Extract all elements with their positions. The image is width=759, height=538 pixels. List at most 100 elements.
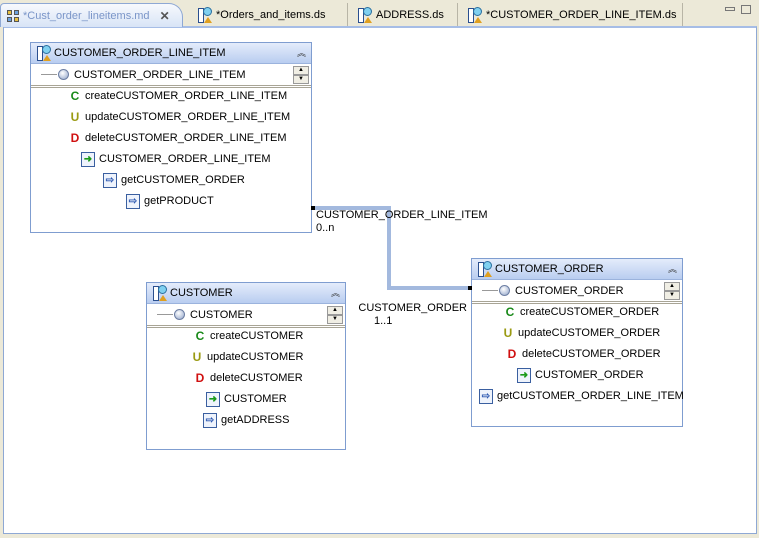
- minimize-icon[interactable]: [725, 7, 735, 11]
- tab-customer-order-line-item[interactable]: *CUSTOMER_ORDER_LINE_ITEM.ds: [458, 3, 683, 27]
- tab-orders-and-items[interactable]: *Orders_and_items.ds: [188, 3, 348, 27]
- entity-header[interactable]: CUSTOMER_ORDER_LINE_ITEM ︽: [31, 43, 311, 64]
- data-service-icon: [354, 7, 372, 23]
- create-icon: C: [70, 89, 80, 103]
- tab-cust-order-lineitems[interactable]: *Cust_order_lineitems.md ✕: [0, 3, 183, 27]
- data-service-icon: [149, 285, 167, 301]
- entity-box[interactable]: CUSTOMER_ORDER_LINE_ITEM ︽ CUSTOMER_ORDE…: [30, 42, 312, 233]
- connector-target-anchor[interactable]: [468, 286, 472, 290]
- entity-key-row[interactable]: CUSTOMER ▲▼: [147, 304, 345, 328]
- operation-label: getCUSTOMER_ORDER: [121, 174, 245, 186]
- connector-source-anchor[interactable]: [311, 206, 315, 210]
- entity-header[interactable]: CUSTOMER_ORDER ︽: [472, 259, 682, 280]
- entity-header[interactable]: CUSTOMER ︽: [147, 283, 345, 304]
- operation-label: deleteCUSTOMER_ORDER_LINE_ITEM: [85, 132, 287, 144]
- operation-item[interactable]: ⇨ getPRODUCT: [126, 193, 214, 209]
- scroll-up-icon[interactable]: ▲: [664, 282, 680, 291]
- entity-row-label: CUSTOMER: [190, 308, 253, 321]
- tab-address[interactable]: ADDRESS.ds: [348, 3, 458, 27]
- operation-label: updateCUSTOMER: [207, 351, 304, 363]
- operation-label: CUSTOMER_ORDER: [535, 369, 644, 381]
- model-diagram-icon: [7, 9, 19, 22]
- row-scrollbar[interactable]: ▲▼: [327, 306, 343, 324]
- entity-box[interactable]: CUSTOMER_ORDER ︽ CUSTOMER_ORDER ▲▼: [471, 258, 683, 427]
- operation-label: deleteCUSTOMER_ORDER: [522, 348, 661, 360]
- delete-icon: D: [507, 347, 517, 361]
- entity-ball-icon: [499, 285, 510, 296]
- data-service-icon: [33, 45, 51, 61]
- operation-label: getPRODUCT: [144, 195, 214, 207]
- entity-row-label: CUSTOMER_ORDER: [515, 284, 624, 297]
- delete-icon: D: [195, 371, 205, 385]
- update-icon: U: [503, 326, 513, 340]
- navigate-icon: ⇨: [126, 193, 140, 209]
- target-cardinality: 1..1: [374, 315, 393, 327]
- scroll-down-icon[interactable]: ▼: [664, 291, 680, 300]
- source-cardinality: 0..n: [316, 222, 335, 234]
- operation-label: updateCUSTOMER_ORDER_LINE_ITEM: [85, 111, 291, 123]
- scroll-up-icon[interactable]: ▲: [293, 66, 309, 75]
- connector-line: [157, 314, 173, 315]
- tab-label: ADDRESS.ds: [376, 9, 444, 21]
- entity-title: CUSTOMER: [170, 287, 233, 299]
- data-service-icon: [194, 7, 212, 23]
- create-icon: C: [195, 329, 205, 343]
- entity-key-row[interactable]: CUSTOMER_ORDER_LINE_ITEM ▲▼: [31, 64, 311, 88]
- collapse-icon[interactable]: ︽: [330, 288, 340, 298]
- operation-item[interactable]: ⇨getCUSTOMER_ORDER_LINE_ITEM: [479, 388, 684, 404]
- update-icon: U: [70, 110, 80, 124]
- entity-box[interactable]: CUSTOMER ︽ CUSTOMER ▲▼: [146, 282, 346, 450]
- operation-item[interactable]: ➜ CUSTOMER_ORDER: [517, 367, 644, 383]
- operation-label: createCUSTOMER_ORDER_LINE_ITEM: [85, 90, 288, 102]
- entity-title: CUSTOMER_ORDER: [495, 263, 604, 275]
- read-icon: ➜: [81, 151, 95, 167]
- maximize-icon[interactable]: [741, 5, 751, 14]
- tab-label: *CUSTOMER_ORDER_LINE_ITEM.ds: [486, 9, 677, 21]
- operation-item[interactable]: ➜ CUSTOMER_ORDER_LINE_ITEM: [81, 151, 271, 167]
- scroll-down-icon[interactable]: ▼: [327, 315, 343, 324]
- row-scrollbar[interactable]: ▲▼: [293, 66, 309, 84]
- read-icon: ➜: [517, 367, 531, 383]
- read-icon: ➜: [206, 391, 220, 407]
- close-tab-icon[interactable]: ✕: [159, 8, 170, 23]
- editor-tab-bar: *Cust_order_lineitems.md ✕ *Orders_and_i…: [0, 0, 759, 27]
- delete-icon: D: [70, 131, 80, 145]
- entity-row-label: CUSTOMER_ORDER_LINE_ITEM: [74, 68, 246, 81]
- navigate-icon: ⇨: [103, 172, 117, 188]
- collapse-icon[interactable]: ︽: [667, 264, 677, 274]
- operation-label: getADDRESS: [221, 414, 290, 426]
- navigate-icon: ⇨: [203, 412, 217, 428]
- data-service-icon: [474, 261, 492, 277]
- tab-label: *Cust_order_lineitems.md: [23, 9, 150, 22]
- create-icon: C: [505, 305, 515, 319]
- entity-ball-icon: [174, 309, 185, 320]
- source-role-label: CUSTOMER_ORDER_LINE_ITEM: [316, 209, 488, 221]
- update-icon: U: [192, 350, 202, 364]
- scroll-up-icon[interactable]: ▲: [327, 306, 343, 315]
- tab-label: *Orders_and_items.ds: [216, 9, 326, 21]
- collapse-icon[interactable]: ︽: [296, 48, 306, 58]
- entity-title: CUSTOMER_ORDER_LINE_ITEM: [54, 47, 226, 59]
- row-scrollbar[interactable]: ▲▼: [664, 282, 680, 300]
- target-role-label: CUSTOMER_ORDER: [358, 302, 467, 314]
- operation-item[interactable]: ⇨ getADDRESS: [203, 412, 289, 428]
- operation-item[interactable]: ➜CUSTOMER: [206, 391, 287, 407]
- scroll-down-icon[interactable]: ▼: [293, 75, 309, 84]
- operation-label: CUSTOMER_ORDER_LINE_ITEM: [99, 153, 271, 165]
- operation-item[interactable]: ⇨ getCUSTOMER_ORDER: [103, 172, 245, 188]
- entity-key-row[interactable]: CUSTOMER_ORDER ▲▼: [472, 280, 682, 304]
- connector-line: [482, 290, 498, 291]
- operation-label: deleteCUSTOMER: [210, 372, 303, 384]
- operation-label: createCUSTOMER_ORDER: [520, 306, 660, 318]
- navigate-icon: ⇨: [479, 388, 493, 404]
